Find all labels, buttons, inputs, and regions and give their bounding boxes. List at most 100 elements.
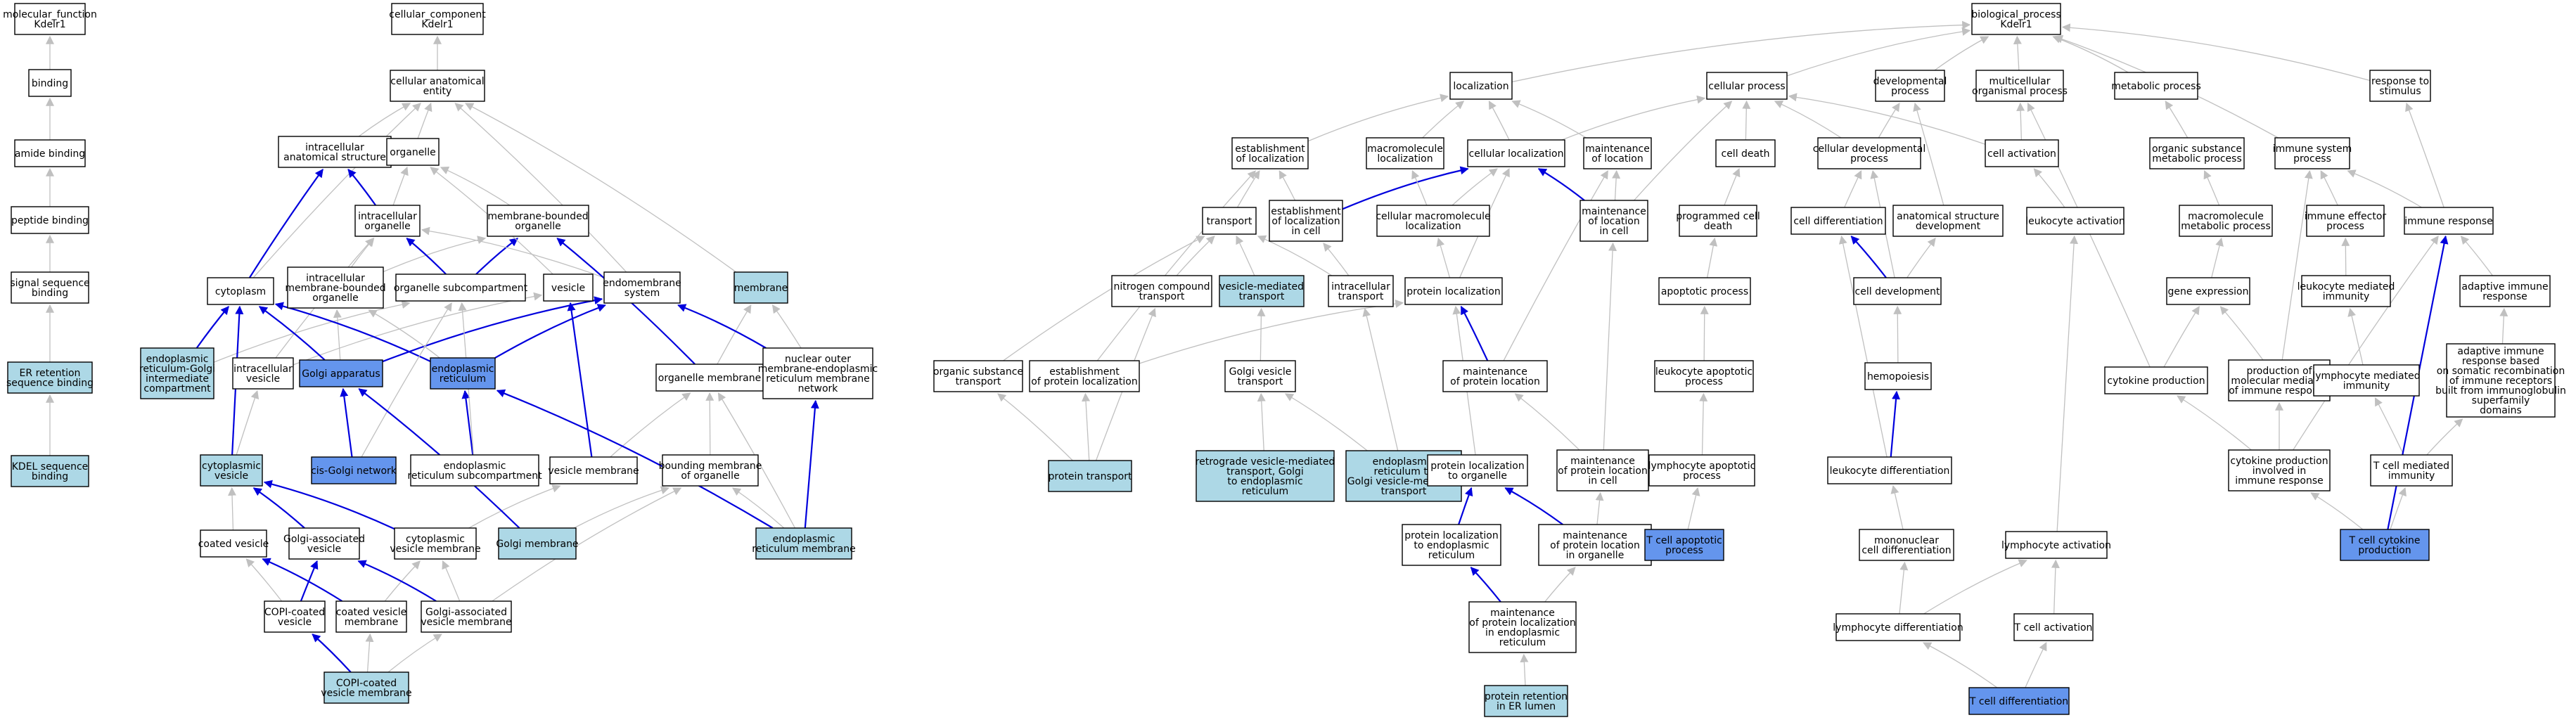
- go-term-node-binding[interactable]: binding: [28, 69, 72, 97]
- go-term-node-leukdiff[interactable]: leukocyte differentiation: [1827, 456, 1952, 484]
- go-term-node-golgi[interactable]: Golgi apparatus: [299, 359, 383, 387]
- go-term-node-hemo[interactable]: hemopoiesis: [1864, 362, 1932, 390]
- go-term-node-membrane[interactable]: membrane: [733, 271, 788, 304]
- go-term-node-cisgolgi[interactable]: cis-Golgi network: [311, 456, 397, 484]
- go-term-node-loc[interactable]: localization: [1449, 72, 1513, 100]
- go-term-node-lymdiff[interactable]: lymphocyte differentiation: [1833, 613, 1963, 641]
- go-term-node-celldeath[interactable]: cell death: [1715, 139, 1776, 167]
- go-term-node-apoptotic[interactable]: apoptotic process: [1658, 277, 1751, 305]
- go-term-node-transport[interactable]: transport: [1202, 207, 1257, 235]
- go-term-node-leukact[interactable]: leukocyte activation: [2025, 207, 2125, 235]
- go-term-node-tcellact[interactable]: T cell activation: [2013, 613, 2094, 641]
- go-term-node-coated[interactable]: coated vesicle: [198, 529, 269, 558]
- go-term-node-vesicle[interactable]: vesicle: [543, 274, 594, 302]
- go-term-node-cytoplasm[interactable]: cytoplasm: [207, 277, 274, 305]
- go-term-node-imresp[interactable]: immune response: [2404, 207, 2494, 235]
- go-term-node-golgimem[interactable]: Golgi membrane: [496, 527, 579, 560]
- go-term-node-tcelldiff[interactable]: T cell differentiation: [1968, 687, 2070, 715]
- go-term-node-vesmem[interactable]: vesicle membrane: [548, 456, 639, 484]
- go-term-node-protloc[interactable]: protein localization: [1404, 277, 1503, 305]
- go-term-node-amide[interactable]: amide binding: [14, 139, 86, 167]
- go-term-node-omem[interactable]: organelle membrane: [655, 364, 764, 392]
- go-term-node-celldev[interactable]: cell development: [1853, 277, 1942, 305]
- go-term-node-cytoprod[interactable]: cytokine production: [2104, 366, 2208, 394]
- go-term-node-cellloc[interactable]: cellular localization: [1467, 139, 1565, 167]
- go-term-node-metab[interactable]: metabolic process: [2111, 72, 2201, 100]
- go-term-node-celldiff[interactable]: cell differentiation: [1790, 207, 1886, 235]
- go-term-node-ptrans[interactable]: protein transport: [1048, 460, 1132, 492]
- go-term-node-cproc[interactable]: cellular process: [1706, 72, 1788, 100]
- go-term-node-lymact[interactable]: lymphocyte activation: [2001, 531, 2111, 559]
- go-term-node-peptide[interactable]: peptide binding: [11, 206, 89, 234]
- go-term-node-cellact[interactable]: cell activation: [1985, 139, 2059, 167]
- go-term-node-osub[interactable]: organelle subcompartment: [394, 274, 528, 302]
- go-term-node-geneexp[interactable]: gene expression: [2166, 277, 2250, 305]
